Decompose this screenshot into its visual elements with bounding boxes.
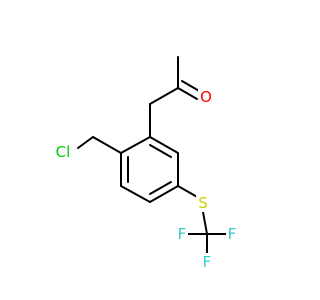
ring-inner-bond-a — [149, 144, 172, 158]
bond-carbonyl-oxygen-b — [181, 80, 202, 93]
bond-sulfur-cf3 — [202, 211, 208, 235]
fluorine-right-label-backdrop — [226, 225, 238, 243]
ring-bond-1 — [149, 136, 179, 154]
bond-carbonyl-oxygen-a — [177, 87, 198, 100]
sulfur-label-backdrop — [196, 194, 210, 212]
atom-labels: O Cl S F F F — [52, 88, 238, 271]
bond-ch2-chlorine — [77, 136, 94, 149]
sulfur-label: S — [198, 194, 208, 212]
fluorine-bottom-label-backdrop — [201, 253, 213, 271]
bond-carbonyl-ch2 — [149, 87, 179, 105]
oxygen-label-backdrop — [198, 88, 212, 106]
bond-ring-ch2cl — [92, 136, 122, 154]
fluorine-bottom-label: F — [203, 253, 212, 271]
chlorine-label-backdrop — [52, 143, 76, 161]
ring-bond-6 — [120, 136, 151, 154]
ring-bond-3 — [149, 185, 179, 203]
fluorine-left-label-backdrop — [176, 225, 188, 243]
fluorine-left-label: F — [178, 225, 187, 243]
chlorine-label: Cl — [56, 143, 71, 161]
structure-canvas: O Cl S F F F — [52, 56, 238, 271]
chemical-structure-diagram: O Cl S F F F — [52, 56, 238, 271]
ring-bond-4 — [120, 185, 151, 203]
fluorine-right-label: F — [228, 225, 237, 243]
oxygen-label: O — [200, 88, 212, 106]
ring-inner-bond-b — [149, 181, 172, 195]
bond-ring-sulfur — [177, 185, 200, 199]
bonds — [77, 56, 227, 254]
